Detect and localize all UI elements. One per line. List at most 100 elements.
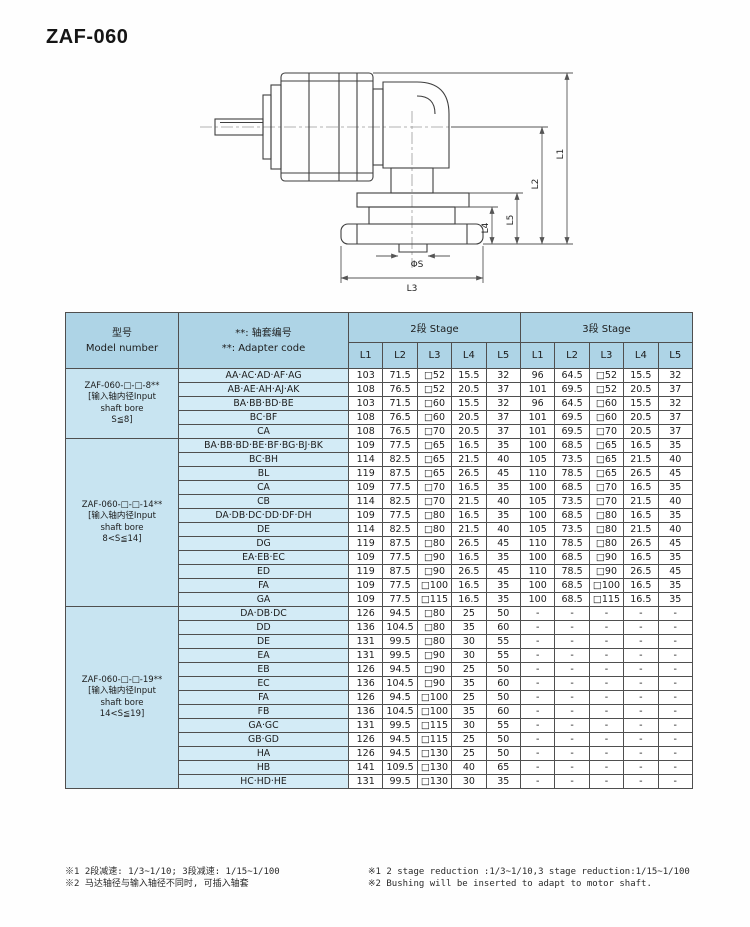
value-cell: 45 xyxy=(485,466,521,481)
value-cell: 77.5 xyxy=(382,480,418,495)
col-header-s3-l5: L5 xyxy=(657,342,693,369)
value-cell: □52 xyxy=(588,368,625,383)
adapter-code-cell: AB·AE·AH·AJ·AK xyxy=(178,382,349,397)
value-cell: 30 xyxy=(451,634,487,649)
value-cell: - xyxy=(554,774,590,789)
value-cell: 68.5 xyxy=(554,438,590,453)
value-cell: 35 xyxy=(485,578,521,593)
adapter-code-cell: DE xyxy=(178,522,349,537)
value-cell: □70 xyxy=(588,494,625,509)
value-cell: 104.5 xyxy=(382,704,418,719)
dim-label-l1: L1 xyxy=(556,149,566,160)
value-cell: 21.5 xyxy=(623,522,659,537)
value-cell: 21.5 xyxy=(623,494,659,509)
value-cell: 20.5 xyxy=(451,424,487,439)
value-cell: 30 xyxy=(451,718,487,733)
value-cell: 45 xyxy=(657,564,693,579)
value-cell: - xyxy=(588,704,625,719)
adapter-code-cell: CA xyxy=(178,480,349,495)
col-header-s3-l2: L2 xyxy=(554,342,590,369)
value-cell: - xyxy=(588,606,625,621)
adapter-code-cell: EC xyxy=(178,676,349,691)
value-cell: - xyxy=(657,704,693,719)
value-cell: 71.5 xyxy=(382,396,418,411)
adapter-code-cell: BA·BB·BD·BE·BF·BG·BJ·BK xyxy=(178,438,349,453)
value-cell: 55 xyxy=(485,718,521,733)
value-cell: 94.5 xyxy=(382,662,418,677)
value-cell: □70 xyxy=(416,480,453,495)
spec-table: 型号 Model number **: 轴套编号 **: Adapter cod… xyxy=(65,312,693,789)
value-cell: - xyxy=(519,760,556,775)
value-cell: □100 xyxy=(588,578,625,593)
value-cell: 68.5 xyxy=(554,578,590,593)
adapter-code-cell: EA·EB·EC xyxy=(178,550,349,565)
value-cell: - xyxy=(657,760,693,775)
footnote-cn-2: ※2 马达轴径与输入轴径不同时, 可插入轴套 xyxy=(65,879,249,889)
value-cell: 76.5 xyxy=(382,382,418,397)
value-cell: 26.5 xyxy=(623,536,659,551)
value-cell: □90 xyxy=(416,676,453,691)
value-cell: □90 xyxy=(416,648,453,663)
value-cell: 45 xyxy=(485,564,521,579)
value-cell: 32 xyxy=(485,368,521,383)
value-cell: - xyxy=(554,662,590,677)
value-cell: 126 xyxy=(347,732,384,747)
adapter-code-cell: FA xyxy=(178,578,349,593)
col-header-s2-l1: L1 xyxy=(347,342,384,369)
value-cell: 101 xyxy=(519,382,556,397)
footnotes-en: ※1 2 stage reduction :1/3~1/10,3 stage r… xyxy=(368,866,690,890)
value-cell: - xyxy=(623,634,659,649)
value-cell: 45 xyxy=(657,536,693,551)
value-cell: 26.5 xyxy=(451,466,487,481)
value-cell: 45 xyxy=(657,466,693,481)
value-cell: 35 xyxy=(657,508,693,523)
value-cell: - xyxy=(554,690,590,705)
value-cell: 37 xyxy=(485,382,521,397)
value-cell: 108 xyxy=(347,382,384,397)
value-cell: 99.5 xyxy=(382,634,418,649)
value-cell: □80 xyxy=(416,606,453,621)
value-cell: 76.5 xyxy=(382,424,418,439)
value-cell: 50 xyxy=(485,662,521,677)
value-cell: □100 xyxy=(416,704,453,719)
value-cell: 131 xyxy=(347,648,384,663)
value-cell: 99.5 xyxy=(382,718,418,733)
value-cell: - xyxy=(657,662,693,677)
value-cell: □115 xyxy=(416,732,453,747)
value-cell: 35 xyxy=(451,620,487,635)
value-cell: 136 xyxy=(347,704,384,719)
value-cell: - xyxy=(657,634,693,649)
value-cell: 30 xyxy=(451,774,487,789)
value-cell: 109 xyxy=(347,578,384,593)
adapter-code-cell: HC·HD·HE xyxy=(178,774,349,789)
value-cell: 69.5 xyxy=(554,424,590,439)
value-cell: 26.5 xyxy=(623,564,659,579)
value-cell: 131 xyxy=(347,718,384,733)
value-cell: - xyxy=(519,620,556,635)
value-cell: 100 xyxy=(519,578,556,593)
col-header-s2-l4: L4 xyxy=(451,342,487,369)
value-cell: - xyxy=(623,704,659,719)
value-cell: 16.5 xyxy=(623,578,659,593)
value-cell: - xyxy=(519,732,556,747)
adapter-code-cell: GA xyxy=(178,592,349,607)
adapter-code-cell: HB xyxy=(178,760,349,775)
value-cell: 110 xyxy=(519,564,556,579)
value-cell: - xyxy=(519,690,556,705)
value-cell: 20.5 xyxy=(623,410,659,425)
col-header-stage3: 3段 Stage xyxy=(519,312,693,343)
value-cell: □115 xyxy=(588,592,625,607)
value-cell: 96 xyxy=(519,368,556,383)
output-shaft-stub xyxy=(398,244,428,253)
value-cell: - xyxy=(623,676,659,691)
value-cell: 126 xyxy=(347,746,384,761)
value-cell: 100 xyxy=(519,508,556,523)
value-cell: 25 xyxy=(451,746,487,761)
value-cell: 35 xyxy=(485,480,521,495)
